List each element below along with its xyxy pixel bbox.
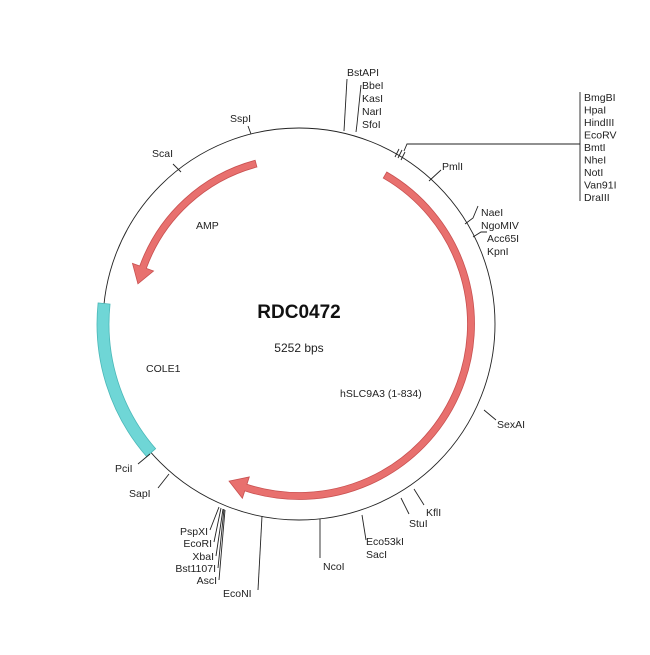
site-sspi[interactable]: SspI bbox=[230, 113, 251, 125]
site-econi[interactable]: EcoNI bbox=[223, 588, 252, 600]
sexai-line bbox=[483, 409, 497, 421]
site-label[interactable]: KpnI bbox=[487, 246, 509, 258]
site-label[interactable]: HpaI bbox=[584, 105, 606, 117]
hslc9a3-feature-arrow[interactable] bbox=[228, 171, 475, 500]
site-label[interactable]: BmtI bbox=[584, 142, 606, 154]
sspi-line bbox=[247, 125, 252, 135]
site-label[interactable]: EcoRI bbox=[183, 538, 212, 550]
econi-line bbox=[257, 515, 263, 591]
site-label[interactable]: SacI bbox=[366, 549, 387, 561]
site-scai[interactable]: ScaI bbox=[152, 148, 173, 160]
cole1-feature[interactable] bbox=[96, 302, 157, 458]
pmli-line bbox=[428, 169, 442, 182]
amp-label: AMP bbox=[196, 220, 219, 232]
site-label[interactable]: Acc65I bbox=[487, 233, 519, 245]
plasmid-backbone bbox=[102, 127, 496, 521]
site-label[interactable]: SfoI bbox=[362, 119, 381, 131]
site-label[interactable]: AscI bbox=[197, 575, 217, 587]
saci-line bbox=[361, 514, 367, 541]
sapi-line bbox=[157, 473, 170, 489]
site-label[interactable]: BmgBI bbox=[584, 92, 616, 104]
right-group-line bbox=[403, 92, 581, 201]
site-sapi[interactable]: SapI bbox=[129, 488, 151, 500]
site-pmli[interactable]: PmlI bbox=[442, 161, 463, 173]
site-label[interactable]: XbaI bbox=[192, 551, 214, 563]
site-label[interactable]: Eco53kI bbox=[366, 536, 404, 548]
naei-line bbox=[464, 205, 479, 225]
site-label[interactable]: NotI bbox=[584, 167, 603, 179]
right-site-group: BmgBI HpaI HindIII EcoRV BmtI NheI NotI … bbox=[584, 92, 617, 204]
hslc9a3-label: hSLC9A3 (1-834) bbox=[340, 388, 422, 400]
site-label[interactable]: HindIII bbox=[584, 117, 614, 129]
site-ncoi[interactable]: NcoI bbox=[323, 561, 345, 573]
site-label[interactable]: KasI bbox=[362, 93, 383, 105]
kpni-line bbox=[472, 231, 487, 238]
ecori-group-lines bbox=[209, 506, 226, 581]
site-label[interactable]: PspXI bbox=[180, 526, 208, 538]
kfli-line bbox=[413, 488, 425, 506]
bstapi-line bbox=[343, 78, 348, 132]
pcii-line bbox=[137, 453, 151, 465]
bbei-group-line bbox=[355, 84, 362, 133]
scai-line bbox=[172, 163, 182, 173]
site-sexai[interactable]: SexAI bbox=[497, 419, 525, 431]
site-label[interactable]: NarI bbox=[362, 106, 382, 118]
site-label[interactable]: DraIII bbox=[584, 192, 610, 204]
plasmid-name: RDC0472 bbox=[257, 302, 340, 323]
site-label[interactable]: NgoMIV bbox=[481, 220, 519, 232]
site-label[interactable]: Van91I bbox=[584, 180, 617, 192]
site-label[interactable]: Bst1107I bbox=[175, 563, 216, 575]
site-label[interactable]: BbeI bbox=[362, 80, 384, 92]
site-stui[interactable]: StuI bbox=[409, 518, 428, 530]
site-pcii[interactable]: PciI bbox=[115, 463, 133, 475]
site-label[interactable]: NheI bbox=[584, 155, 606, 167]
site-label[interactable]: EcoRV bbox=[584, 130, 617, 142]
stui-line bbox=[400, 497, 410, 515]
site-cluster-ticks bbox=[394, 148, 406, 161]
site-bstapi[interactable]: BstAPI bbox=[347, 67, 379, 79]
site-kfli[interactable]: KflI bbox=[426, 507, 441, 519]
cole1-label: COLE1 bbox=[146, 363, 181, 375]
plasmid-size: 5252 bps bbox=[274, 341, 323, 355]
site-label[interactable]: NaeI bbox=[481, 207, 503, 219]
amp-feature-arrow[interactable] bbox=[131, 159, 258, 285]
